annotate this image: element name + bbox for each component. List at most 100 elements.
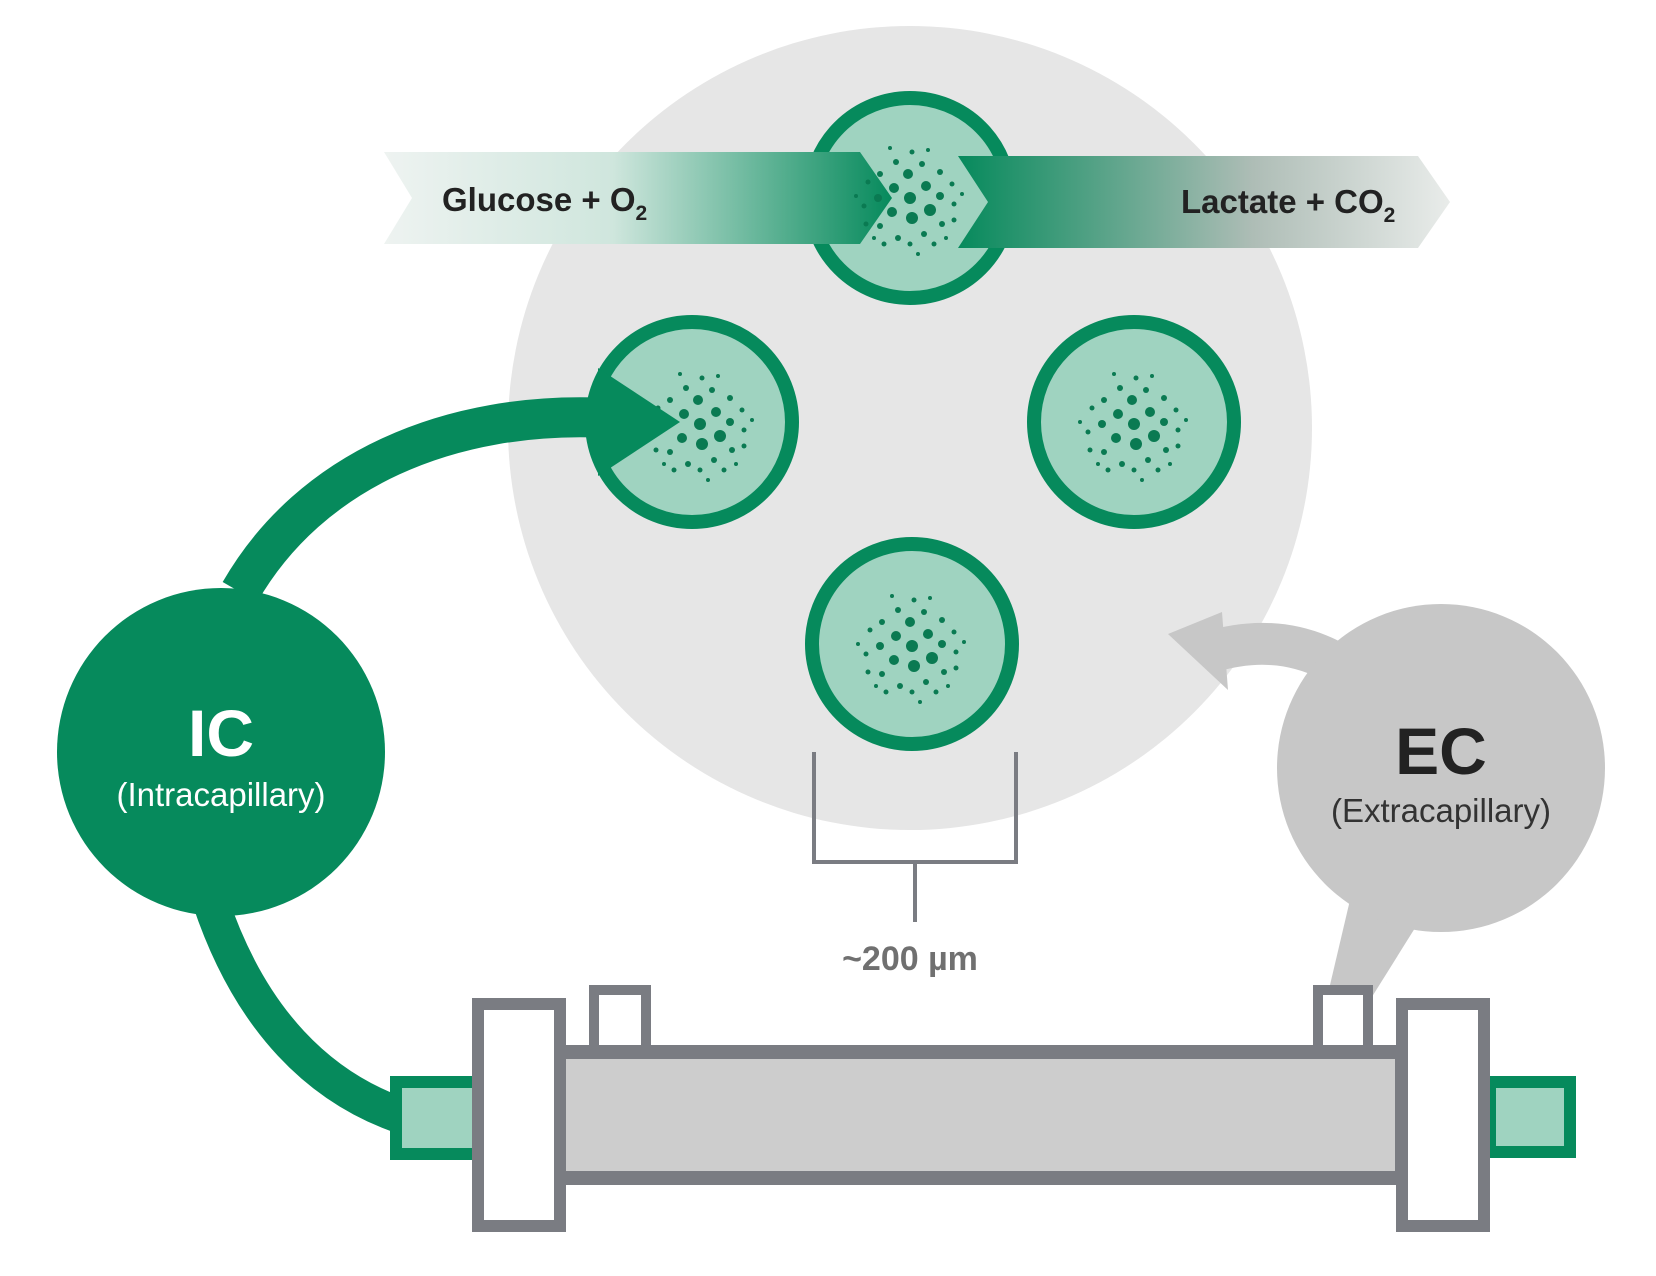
cell-dot xyxy=(939,617,945,623)
cell-dot xyxy=(941,669,947,675)
cell-dot xyxy=(1117,385,1123,391)
fiber-top-dots xyxy=(854,146,964,256)
cell-dot xyxy=(697,467,703,473)
cell-dot xyxy=(716,374,720,378)
cell-dot xyxy=(881,241,887,247)
cell-dot xyxy=(923,629,933,639)
cell-dot xyxy=(677,433,687,443)
cell-dot xyxy=(1148,430,1160,442)
cell-dot xyxy=(1089,405,1095,411)
cell-dot xyxy=(888,146,892,150)
cell-dot xyxy=(938,640,946,648)
cell-dot xyxy=(906,640,918,652)
cell-dot xyxy=(962,640,966,644)
cell-dot xyxy=(877,171,883,177)
cell-dot xyxy=(861,203,867,209)
ec-badge: EC (Extracapillary) xyxy=(1277,604,1605,932)
cell-dot xyxy=(727,395,733,401)
cell-dot xyxy=(949,181,955,187)
cell-dot xyxy=(741,443,747,449)
cell-dot xyxy=(937,169,943,175)
cell-dot xyxy=(951,217,957,223)
cell-dot xyxy=(721,467,727,473)
cell-dot xyxy=(909,149,915,155)
input-label-subscript: 2 xyxy=(636,202,648,225)
cell-dot xyxy=(667,449,673,455)
ic-badge: IC (Intracapillary) xyxy=(57,588,385,916)
cell-dot xyxy=(709,387,715,393)
cell-dot xyxy=(944,236,948,240)
cell-dot xyxy=(1113,409,1123,419)
cell-dot xyxy=(931,241,937,247)
scale-bracket xyxy=(812,752,1018,922)
cell-dot xyxy=(706,478,710,482)
cell-dot xyxy=(918,700,922,704)
output-label: Lactate + CO2 xyxy=(1181,183,1395,227)
cell-dot xyxy=(906,212,918,224)
cell-dot xyxy=(667,397,673,403)
cell-dot xyxy=(1184,418,1188,422)
cell-dot xyxy=(879,619,885,625)
cell-dot xyxy=(1160,418,1168,426)
flow-arrow-output xyxy=(958,156,1450,248)
cell-dot xyxy=(699,375,705,381)
cell-dot xyxy=(1087,447,1093,453)
cell-dot xyxy=(865,179,871,185)
cell-dot xyxy=(867,627,873,633)
cell-dot xyxy=(1127,395,1137,405)
cell-dot xyxy=(1175,427,1181,433)
cell-dot xyxy=(872,236,876,240)
cell-dot xyxy=(921,231,927,237)
cell-dot xyxy=(653,447,659,453)
cell-dot xyxy=(891,631,901,641)
cell-dot xyxy=(1119,461,1125,467)
output-label-subscript: 2 xyxy=(1384,204,1396,227)
cell-dot xyxy=(1078,420,1082,424)
cell-dot xyxy=(1098,420,1106,428)
cell-dot xyxy=(693,395,703,405)
cell-dot xyxy=(729,447,735,453)
cell-dot xyxy=(939,221,945,227)
input-label: Glucose + O2 xyxy=(442,181,647,225)
cell-dot xyxy=(694,418,706,430)
cell-dot xyxy=(1111,433,1121,443)
cell-dot xyxy=(741,427,747,433)
cell-dot xyxy=(1101,397,1107,403)
cell-dot xyxy=(916,252,920,256)
cell-dot xyxy=(889,655,899,665)
cell-dot xyxy=(926,148,930,152)
cell-dot xyxy=(879,671,885,677)
ec-title: EC xyxy=(1395,714,1487,788)
cell-dot xyxy=(895,235,901,241)
cell-dot xyxy=(683,385,689,391)
ec-subtitle: (Extracapillary) xyxy=(1331,792,1551,829)
cell-dot xyxy=(946,684,950,688)
cell-dot xyxy=(1133,375,1139,381)
cell-dot xyxy=(1140,478,1144,482)
cell-dot xyxy=(907,241,913,247)
cell-dot xyxy=(1101,449,1107,455)
cell-dot xyxy=(662,462,666,466)
flow-arrow-input xyxy=(384,152,892,244)
cell-dot xyxy=(889,183,899,193)
cell-dot xyxy=(877,223,883,229)
cell-dot xyxy=(1143,387,1149,393)
cell-dot xyxy=(897,683,903,689)
bioreactor-cartridge-icon xyxy=(390,985,1576,1232)
cell-dot xyxy=(863,651,869,657)
ec-flow-arrow xyxy=(1168,612,1340,690)
cell-dot xyxy=(933,689,939,695)
cell-dot xyxy=(919,161,925,167)
cell-dot xyxy=(1161,395,1167,401)
cell-dot xyxy=(883,689,889,695)
cell-dot xyxy=(734,462,738,466)
cell-dot xyxy=(904,192,916,204)
ic-subtitle: (Intracapillary) xyxy=(116,776,325,813)
cell-dot xyxy=(750,418,754,422)
cell-dot xyxy=(1145,457,1151,463)
cell-dot xyxy=(895,607,901,613)
cell-dot xyxy=(1096,462,1100,466)
cell-dot xyxy=(924,204,936,216)
cell-dot xyxy=(953,665,959,671)
